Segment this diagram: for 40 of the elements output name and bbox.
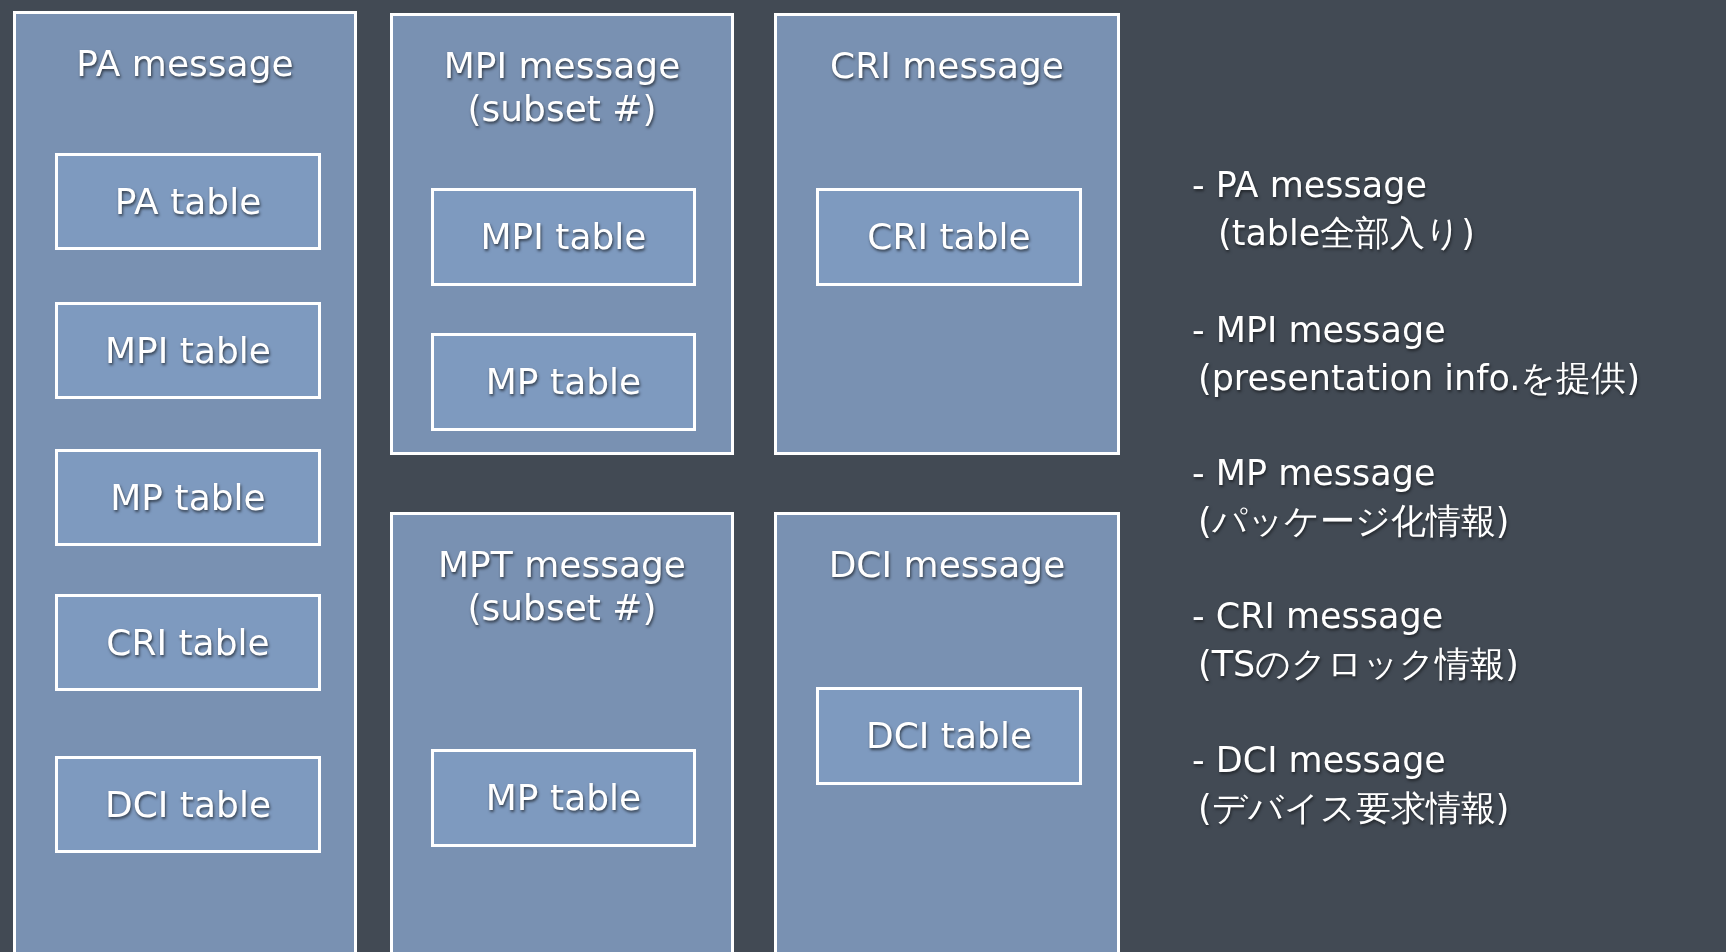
note-text: (table全部入り) [1218, 212, 1475, 255]
table-name: CRI table [867, 215, 1031, 259]
note-heading: - MP message [1192, 453, 1436, 493]
table-box [431, 333, 696, 431]
table-box [55, 756, 321, 853]
table-name: CRI table [106, 620, 270, 665]
table-name: MPI table [480, 215, 647, 259]
table-name: PA table [114, 179, 262, 224]
message-title: DCI message [827, 543, 1067, 587]
message-panel [774, 512, 1120, 952]
note-text: (パッケージ化情報) [1198, 500, 1510, 543]
table-box [55, 302, 321, 399]
note-heading: - CRI message [1192, 596, 1444, 636]
note-text: (デバイス要求情報) [1198, 787, 1510, 830]
message-panel [774, 13, 1120, 455]
message-title: MPT message (subset #) [437, 543, 687, 630]
table-box [55, 594, 321, 691]
table-name: MP table [485, 360, 642, 404]
table-name: MP table [485, 776, 642, 820]
message-title: PA message [75, 42, 295, 86]
note-heading: - DCI message [1192, 740, 1446, 780]
message-title: CRI message [829, 44, 1065, 88]
table-name: DCI table [104, 782, 272, 827]
table-name: MPI table [105, 328, 271, 373]
table-box [55, 153, 321, 250]
message-panel [390, 13, 734, 455]
message-title: MPI message (subset #) [442, 44, 682, 131]
table-name: MP table [110, 475, 266, 520]
note-heading: - PA message [1192, 165, 1427, 205]
table-box [431, 188, 696, 286]
table-box [816, 687, 1082, 785]
note-heading: - MPI message [1192, 310, 1446, 350]
table-box [431, 749, 696, 847]
table-box [816, 188, 1082, 286]
message-panel [13, 11, 357, 952]
table-name: DCI table [865, 714, 1033, 758]
note-text: (TSのクロック情報) [1198, 643, 1519, 686]
note-text: (presentation info.を提供) [1198, 357, 1641, 400]
message-panel [390, 512, 734, 952]
table-box [55, 449, 321, 546]
